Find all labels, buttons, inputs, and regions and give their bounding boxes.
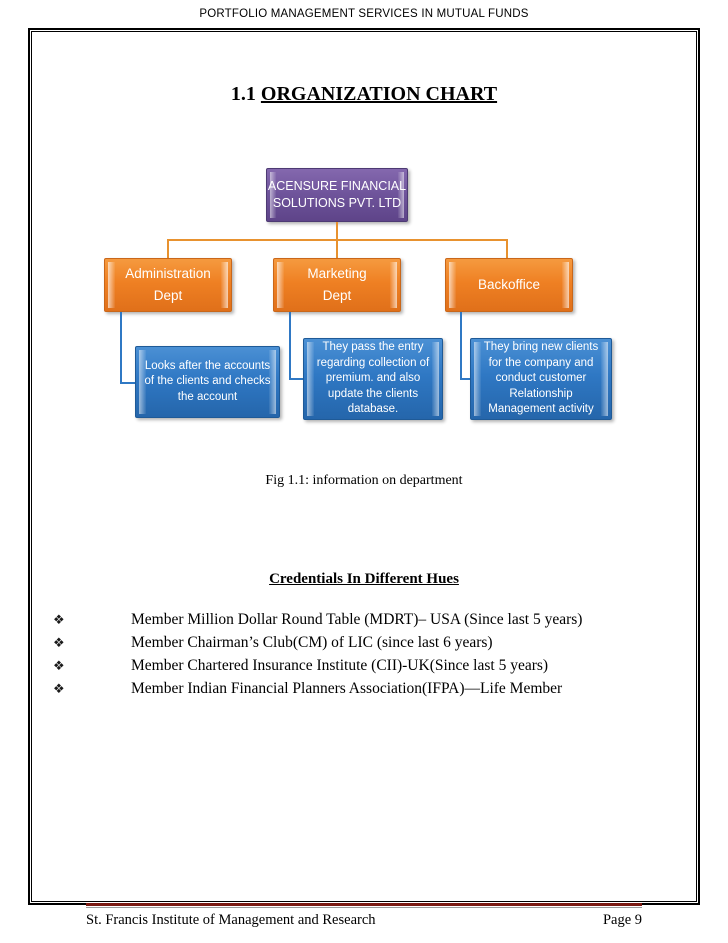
organization-chart: ACENSURE FINANCIAL SOLUTIONS PVT. LTD Ad… <box>33 133 695 473</box>
connector-marketing-desc-horizontal <box>289 378 304 380</box>
list-item: ❖ Member Million Dollar Round Table (MDR… <box>53 611 683 634</box>
list-item-label: Member Chairman’s Club(CM) of LIC (since… <box>131 634 493 651</box>
section-title-text: ORGANIZATION CHART <box>260 83 498 105</box>
credentials-heading: Credentials In Different Hues <box>269 571 459 587</box>
credentials-list: ❖ Member Million Dollar Round Table (MDR… <box>53 611 683 703</box>
diamond-bullet-icon: ❖ <box>53 635 65 650</box>
org-desc-backoffice: They bring new clients for the company a… <box>470 338 612 420</box>
page-footer: St. Francis Institute of Management and … <box>86 912 642 929</box>
footer-institute: St. Francis Institute of Management and … <box>86 912 376 928</box>
connector-backoffice-desc-horizontal <box>460 378 471 380</box>
org-node-backoffice: Backoffice <box>445 258 573 312</box>
org-node-root-line1: ACENSURE FINANCIAL <box>267 179 407 194</box>
org-node-marketing: Marketing Dept <box>273 258 401 312</box>
org-node-administration-line1: Administration <box>125 265 211 281</box>
org-node-backoffice-line1: Backoffice <box>477 276 541 292</box>
list-item-label: Member Chartered Insurance Institute (CI… <box>131 657 549 674</box>
list-item: ❖ Member Chairman’s Club(CM) of LIC (sin… <box>53 634 683 657</box>
org-node-marketing-line1: Marketing <box>307 265 367 281</box>
connector-backoffice-desc-vertical <box>460 312 462 379</box>
org-desc-administration: Looks after the accounts of the clients … <box>135 346 280 418</box>
org-desc-marketing: They pass the entry regarding collection… <box>303 338 443 420</box>
org-node-marketing-line2: Dept <box>322 288 352 303</box>
list-item-label: Member Million Dollar Round Table (MDRT)… <box>131 611 583 628</box>
list-item: ❖ Member Chartered Insurance Institute (… <box>53 657 683 680</box>
list-item: ❖ Member Indian Financial Planners Assoc… <box>53 680 683 703</box>
page-border-inner <box>31 31 697 902</box>
diamond-bullet-icon: ❖ <box>53 681 65 696</box>
page-title: 1.1 ORGANIZATION CHART <box>33 83 695 106</box>
running-header: PORTFOLIO MANAGEMENT SERVICES IN MUTUAL … <box>199 8 529 20</box>
connector-drop-administration <box>167 239 169 258</box>
section-number: 1.1 <box>230 83 261 105</box>
org-node-administration: Administration Dept <box>104 258 232 312</box>
org-node-root: ACENSURE FINANCIAL SOLUTIONS PVT. LTD <box>266 168 408 222</box>
connector-admin-desc-horizontal <box>120 382 136 384</box>
org-node-root-line2: SOLUTIONS PVT. LTD <box>272 196 402 210</box>
page-content: 1.1 ORGANIZATION CHART ACENSURE FINANCIA… <box>33 33 695 900</box>
connector-drop-backoffice <box>506 239 508 258</box>
connector-admin-desc-vertical <box>120 312 122 383</box>
connector-marketing-desc-vertical <box>289 312 291 379</box>
diamond-bullet-icon: ❖ <box>53 612 65 627</box>
list-item-label: Member Indian Financial Planners Associa… <box>131 680 563 697</box>
diamond-bullet-icon: ❖ <box>53 658 65 673</box>
connector-root-stem <box>336 222 338 239</box>
footer-rule <box>86 903 642 906</box>
figure-caption: Fig 1.1: information on department <box>265 473 463 488</box>
footer-rule-secondary <box>86 907 642 908</box>
footer-page-number: Page 9 <box>602 912 642 928</box>
connector-drop-marketing <box>336 239 338 258</box>
org-node-administration-line2: Dept <box>153 288 183 303</box>
